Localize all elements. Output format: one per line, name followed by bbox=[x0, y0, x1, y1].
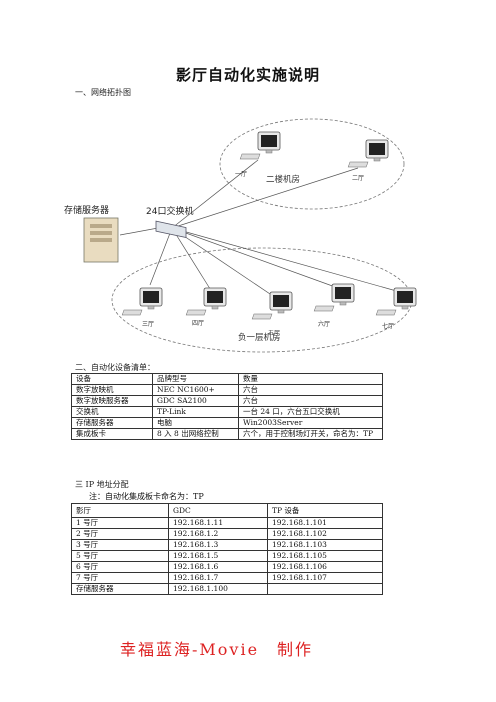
pc-label-6: 六厅 bbox=[318, 320, 330, 328]
pc-label-4: 四厅 bbox=[192, 320, 204, 327]
table-cell: 192.168.1.3 bbox=[168, 539, 268, 551]
equipment-table: 设备 品牌型号 数量 数字放映机 NEC NC1600+ 六台 数字放映服务器 … bbox=[71, 373, 383, 440]
section-equipment-list: 二、自动化设备清单： bbox=[75, 363, 155, 372]
table-row: 1 号厅 192.168.1.11 192.168.1.101 bbox=[71, 517, 383, 529]
table-cell: 集成板卡 bbox=[71, 428, 153, 440]
table-row: 交换机 TP-Link 一台 24 口，六台五口交换机 bbox=[71, 406, 383, 418]
ip-header-tp: TP 设备 bbox=[267, 503, 383, 518]
table-cell: 192.168.1.105 bbox=[267, 550, 383, 562]
ip-table: 影厅 GDC TP 设备 1 号厅 192.168.1.11 192.168.1… bbox=[71, 503, 383, 595]
page-title: 影厅自动化实施说明 bbox=[175, 66, 320, 84]
pc-hall4-icon bbox=[185, 287, 227, 316]
pc-label-5: 五厅 bbox=[268, 330, 280, 337]
basement-label: 负一层机房 bbox=[238, 332, 281, 343]
table-cell: 192.168.1.107 bbox=[267, 572, 383, 584]
table-cell: 一台 24 口，六台五口交换机 bbox=[238, 406, 383, 418]
pc-hall6-icon bbox=[313, 283, 355, 312]
storage-server-icon bbox=[83, 217, 119, 263]
ip-note: 注：自动化集成板卡命名为：TP bbox=[89, 492, 204, 501]
table-cell: 1 号厅 bbox=[71, 517, 169, 529]
table-cell: 7 号厅 bbox=[71, 572, 169, 584]
table-cell: 192.168.1.2 bbox=[168, 528, 268, 540]
table-cell: 六台 bbox=[238, 384, 383, 396]
table-row: 数字放映服务器 GDC SA2100 六台 bbox=[71, 395, 383, 407]
table-cell: 数字放映服务器 bbox=[71, 395, 153, 407]
pc-label-1: 一厅 bbox=[235, 171, 247, 178]
floor2-label: 二楼机房 bbox=[266, 174, 300, 185]
table-cell: 8 入 8 出网络控制 bbox=[152, 428, 239, 440]
floor2-room-boundary bbox=[219, 118, 405, 210]
switch-label: 24口交换机 bbox=[146, 205, 193, 217]
table-cell: 数字放映机 bbox=[71, 384, 153, 396]
table-cell: NEC NC1600+ bbox=[152, 384, 239, 396]
table-cell: 192.168.1.100 bbox=[168, 583, 268, 595]
table-cell: 3 号厅 bbox=[71, 539, 169, 551]
table-cell: 存储服务器 bbox=[71, 583, 169, 595]
table-cell bbox=[267, 583, 383, 595]
pc-label-3: 三厅 bbox=[142, 321, 154, 328]
ip-header-hall: 影厅 bbox=[71, 503, 169, 518]
table-cell: 2 号厅 bbox=[71, 528, 169, 540]
table-cell: 192.168.1.103 bbox=[267, 539, 383, 551]
table-cell: 6 号厅 bbox=[71, 561, 169, 573]
pc-hall1-icon bbox=[239, 131, 281, 160]
table-cell: 192.168.1.6 bbox=[168, 561, 268, 573]
table-cell: 电脑 bbox=[152, 417, 239, 429]
author-signature: 幸福蓝海-Movie 制作 bbox=[120, 640, 314, 659]
pc-label-7: 七厅 bbox=[382, 322, 394, 330]
table-cell: 192.168.1.11 bbox=[168, 517, 268, 529]
table-cell: 六台 bbox=[238, 395, 383, 407]
ip-header-gdc: GDC bbox=[168, 503, 268, 518]
section-network-topology: 一、网络拓扑图 bbox=[75, 88, 131, 97]
table-row: 6 号厅 192.168.1.6 192.168.1.106 bbox=[71, 561, 383, 573]
network-links bbox=[119, 159, 401, 299]
pc-hall3-icon bbox=[121, 287, 163, 316]
storage-label: 存储服务器 bbox=[64, 204, 109, 216]
table-row: 3 号厅 192.168.1.3 192.168.1.103 bbox=[71, 539, 383, 551]
table-header-row: 设备 品牌型号 数量 bbox=[71, 373, 383, 385]
table-cell: 存储服务器 bbox=[71, 417, 153, 429]
table-cell: 192.168.1.5 bbox=[168, 550, 268, 562]
table-cell: 192.168.1.106 bbox=[267, 561, 383, 573]
table-cell: 六个，用于控制场灯开关，命名为：TP bbox=[238, 428, 383, 440]
pc-hall5-icon bbox=[251, 291, 293, 320]
table-cell: 192.168.1.7 bbox=[168, 572, 268, 584]
table-row: 7 号厅 192.168.1.7 192.168.1.107 bbox=[71, 572, 383, 584]
table-cell: Win2003Server bbox=[238, 417, 383, 429]
table-cell: TP-Link bbox=[152, 406, 239, 418]
section-ip-allocation: 三 IP 地址分配 bbox=[75, 480, 129, 489]
pc-hall2-icon bbox=[347, 139, 389, 168]
pc-hall7-icon bbox=[375, 287, 417, 316]
table-cell: GDC SA2100 bbox=[152, 395, 239, 407]
table-header-row: 影厅 GDC TP 设备 bbox=[71, 503, 383, 518]
equipment-header-model: 品牌型号 bbox=[152, 373, 239, 385]
table-row: 存储服务器 192.168.1.100 bbox=[71, 583, 383, 595]
pc-label-2: 二厅 bbox=[352, 175, 364, 182]
table-row: 集成板卡 8 入 8 出网络控制 六个，用于控制场灯开关，命名为：TP bbox=[71, 428, 383, 440]
table-cell: 5 号厅 bbox=[71, 550, 169, 562]
table-row: 存储服务器 电脑 Win2003Server bbox=[71, 417, 383, 429]
table-row: 数字放映机 NEC NC1600+ 六台 bbox=[71, 384, 383, 396]
network-diagram: 存储服务器 24口交换机 二楼机房 负一层机房 一厅 二厅 三厅 四厅 五厅 六… bbox=[64, 118, 417, 353]
table-cell: 192.168.1.102 bbox=[267, 528, 383, 540]
equipment-header-qty: 数量 bbox=[238, 373, 383, 385]
equipment-header-device: 设备 bbox=[71, 373, 153, 385]
table-row: 2 号厅 192.168.1.2 192.168.1.102 bbox=[71, 528, 383, 540]
table-cell: 交换机 bbox=[71, 406, 153, 418]
switch-icon bbox=[155, 220, 187, 239]
table-cell: 192.168.1.101 bbox=[267, 517, 383, 529]
table-row: 5 号厅 192.168.1.5 192.168.1.105 bbox=[71, 550, 383, 562]
